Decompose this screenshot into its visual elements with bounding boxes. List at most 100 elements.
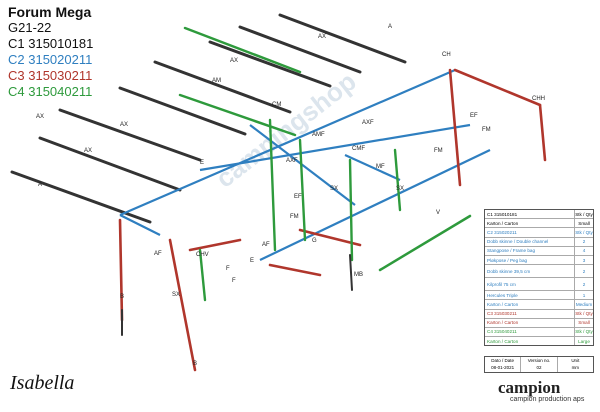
title-block: Forum Mega G21-22 C1 315010181 C2 315020… xyxy=(8,4,93,100)
table-row: Karton / Carton Small xyxy=(485,318,593,328)
part-label: CM xyxy=(272,102,281,108)
row-name: Kilprofil 75 cm xyxy=(487,281,516,287)
row-qty: Stk / Qty xyxy=(574,309,593,318)
part-label: FM xyxy=(482,127,491,133)
table-row: C4 315040211 Stk / Qty xyxy=(485,327,593,338)
row-name: Dobb skinne 39,5 cm xyxy=(487,268,531,274)
uprights-green xyxy=(198,118,402,302)
part-label: FM xyxy=(434,148,443,154)
part-label: F xyxy=(232,278,236,284)
part-label: AF xyxy=(154,251,162,257)
loose-poles-green xyxy=(178,26,472,272)
version-cell: Version no. 02 xyxy=(521,357,558,372)
row-name: Pløkpose / Peg bag xyxy=(487,257,528,263)
part-label: CHH xyxy=(532,96,545,102)
row-name: C4 315040211 xyxy=(487,329,517,335)
table-row: C2 315020211 Stk / Qty xyxy=(485,228,593,238)
table-row: Karton / Carton Small xyxy=(485,219,593,229)
part-label: MB xyxy=(354,272,363,278)
date-value: 08-01-2021 xyxy=(491,365,515,370)
carton-c1: C1 315010181 xyxy=(8,36,94,51)
loose-poles xyxy=(10,13,407,224)
carton-c3: C3 315030211 xyxy=(8,68,93,83)
part-label: SX xyxy=(172,292,180,298)
row-name: Karton / Carton xyxy=(487,338,519,344)
part-label: V xyxy=(436,210,440,216)
part-label: EF xyxy=(294,194,302,200)
row-name: C2 315020211 xyxy=(487,229,517,235)
part-label: B xyxy=(120,294,124,300)
part-label: SX xyxy=(396,186,404,192)
table-row: Karton / Carton Large xyxy=(485,337,593,346)
table-row: Kilprofil 75 cm 2 xyxy=(485,278,593,292)
part-label: AMF xyxy=(312,132,325,138)
model-name: Forum Mega xyxy=(8,4,92,20)
table-row: Dobb skinne 39,5 cm 2 xyxy=(485,265,593,279)
row-qty: 3 xyxy=(574,255,593,265)
part-label: AX xyxy=(120,122,128,128)
row-name: C1 315010181 xyxy=(487,211,518,217)
part-label: EF xyxy=(470,113,478,119)
row-qty: Stk / Qty xyxy=(574,228,593,237)
part-label: CMF xyxy=(352,146,365,152)
row-qty: Stk / Qty xyxy=(574,210,593,219)
part-labels: A AX AM AX AX AX AX A CH CHH AXF EF FM A… xyxy=(36,24,545,367)
unit-cell: Unit mm xyxy=(558,357,593,372)
part-label: G xyxy=(312,238,317,244)
row-qty: Medium xyxy=(574,300,593,309)
roof-frame-blue xyxy=(119,68,491,261)
part-label: SX xyxy=(330,186,338,192)
part-label: AX xyxy=(84,148,92,154)
table-row: Pløkpose / Peg bag 3 xyxy=(485,255,593,266)
part-label: MF xyxy=(376,164,385,170)
part-label: FM xyxy=(290,214,299,220)
isabella-logo: Isabella xyxy=(10,372,75,394)
part-label: F xyxy=(226,266,230,272)
table-row: Hercules Triple 1 xyxy=(485,291,593,301)
carton-c2: C2 315020211 xyxy=(8,52,93,67)
part-label: E xyxy=(250,258,254,264)
front-frame-red xyxy=(118,68,547,372)
model-year: G21-22 xyxy=(8,20,52,35)
part-label: B xyxy=(193,361,197,367)
part-label: A xyxy=(38,182,42,188)
table-row: Stangpose / Frame bag 4 xyxy=(485,246,593,256)
parts-table: C1 315010181 Stk / Qty Karton / Carton S… xyxy=(484,209,594,347)
part-label: AXF xyxy=(286,158,298,164)
row-qty: 2 xyxy=(574,278,593,291)
campion-logo: campion xyxy=(498,378,561,397)
row-qty: Stk / Qty xyxy=(574,327,593,337)
part-label: AX xyxy=(36,114,44,120)
part-label: AF xyxy=(262,242,270,248)
table-footer: Dato / Date 08-01-2021 Version no. 02 Un… xyxy=(484,356,594,373)
date-label: Dato / Date xyxy=(491,358,515,363)
row-qty: Small xyxy=(574,219,593,228)
version-label: Version no. xyxy=(527,358,551,363)
row-qty: Small xyxy=(574,318,593,327)
table-row: C3 315030211 Stk / Qty xyxy=(485,309,593,319)
row-name: Karton / Carton xyxy=(487,220,519,226)
date-cell: Dato / Date 08-01-2021 xyxy=(485,357,522,372)
row-qty: 1 xyxy=(574,291,593,300)
part-label: CH xyxy=(442,52,451,58)
row-qty: 2 xyxy=(574,237,593,246)
row-name: Karton / Carton xyxy=(487,301,519,307)
table-row: C1 315010181 Stk / Qty xyxy=(485,210,593,220)
part-label: AXF xyxy=(362,120,374,126)
feet xyxy=(121,254,353,336)
part-label: A xyxy=(388,24,392,30)
row-name: Stangpose / Frame bag xyxy=(487,248,536,254)
unit-label: Unit xyxy=(571,358,580,363)
row-qty: 4 xyxy=(574,246,593,255)
row-qty: Large xyxy=(574,337,593,346)
row-qty: 2 xyxy=(574,265,593,278)
carton-c4: C4 315040211 xyxy=(8,84,93,99)
version-value: 02 xyxy=(536,365,542,370)
part-label: E xyxy=(200,160,204,166)
part-label: AX xyxy=(230,58,238,64)
row-name: C3 315030211 xyxy=(487,311,517,317)
row-name: Karton / Carton xyxy=(487,320,519,326)
unit-value: mm xyxy=(571,365,580,370)
